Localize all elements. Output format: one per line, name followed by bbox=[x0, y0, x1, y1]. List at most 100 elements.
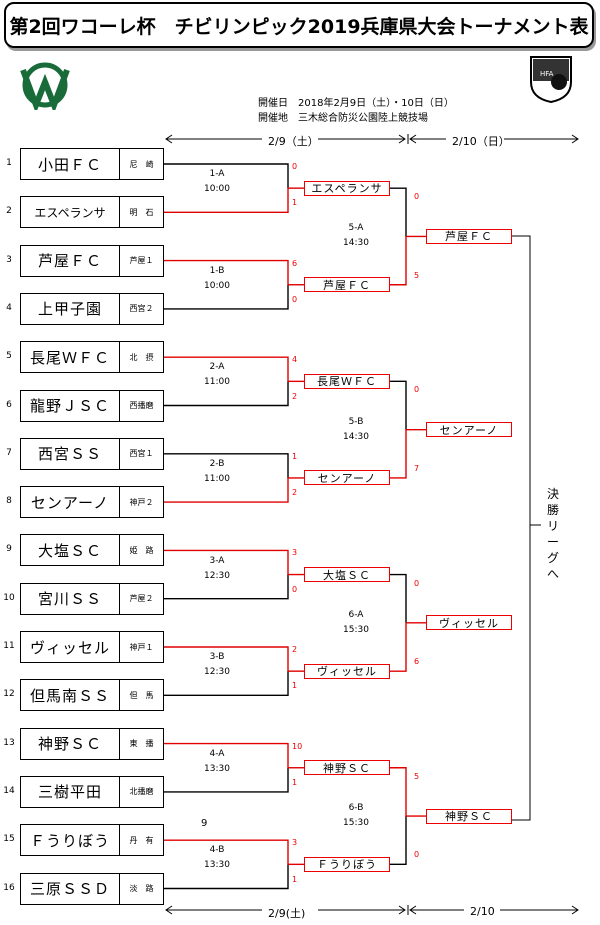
score-top: 6 bbox=[292, 258, 298, 268]
team-region: 明 石 bbox=[119, 197, 163, 228]
team-name: 長尾ＷＦＣ bbox=[29, 348, 110, 367]
team-region: 神戸２ bbox=[119, 487, 163, 518]
score-bottom: 1 bbox=[292, 681, 298, 691]
team-box: 宮川ＳＳ 芦屋２ bbox=[20, 582, 164, 615]
footer-date-round2: 2/10 bbox=[470, 905, 495, 918]
round1-winner: 芦屋ＦＣ bbox=[304, 277, 390, 293]
team-number: 10 bbox=[3, 592, 15, 603]
match-time: 10:00 bbox=[204, 280, 230, 291]
team-name: エスペランサ bbox=[34, 205, 106, 220]
team-name: 龍野ＪＳＣ bbox=[29, 397, 110, 415]
team-region: 芦屋２ bbox=[119, 583, 163, 614]
page-title-text: 第2回ワコーレ杯 チビリンピック2019兵庫県大会トーナメント表 bbox=[9, 15, 589, 38]
event-info: 開催日 2018年2月9日（土）・10日（日） 開催地 三木総合防災公園陸上競技… bbox=[258, 96, 454, 126]
team-name: センアーノ bbox=[30, 493, 110, 512]
match-id: 6-A bbox=[348, 609, 364, 620]
match-time: 11:00 bbox=[204, 473, 230, 484]
score-bottom: 2 bbox=[292, 391, 298, 401]
score-top: 0 bbox=[414, 192, 420, 202]
team-number: 11 bbox=[3, 641, 15, 651]
score-top: 3 bbox=[292, 548, 298, 558]
team-number: 4 bbox=[6, 302, 12, 313]
team-box: 長尾ＷＦＣ 北 摂 bbox=[20, 341, 164, 374]
match-id: 3-A bbox=[209, 555, 225, 566]
match-id: 4-A bbox=[209, 748, 225, 759]
team-name: 宮川ＳＳ bbox=[37, 590, 102, 609]
team-name: 大塩ＳＣ bbox=[37, 541, 102, 560]
venue-value: 三木総合防災公園陸上競技場 bbox=[298, 113, 428, 124]
round1-winner: 大塩ＳＣ bbox=[304, 567, 390, 583]
team-name: 西宮ＳＳ bbox=[37, 445, 102, 464]
svg-text:HFA: HFA bbox=[540, 70, 554, 78]
team-number: 15 bbox=[3, 834, 15, 845]
round1-winner: 長尾ＷＦＣ bbox=[304, 373, 390, 389]
round1-winner: 神野ＳＣ bbox=[304, 760, 390, 776]
team-number: 2 bbox=[6, 206, 12, 217]
team-number: 14 bbox=[3, 785, 15, 796]
score-bottom: 6 bbox=[414, 657, 420, 667]
score-bottom: 5 bbox=[414, 270, 420, 280]
team-region: 但 馬 bbox=[119, 680, 163, 711]
team-number: 12 bbox=[3, 689, 15, 700]
team-region: 丹 有 bbox=[119, 825, 163, 856]
score-top: 3 bbox=[292, 838, 298, 848]
team-name: 上甲子園 bbox=[37, 300, 102, 319]
header-date-round2: 2/10（日） bbox=[452, 135, 510, 148]
final-label-char: 決 bbox=[546, 487, 559, 501]
round1-winner: センアーノ bbox=[304, 470, 390, 486]
match-id: 1-A bbox=[209, 169, 225, 180]
final-label-char: ー bbox=[546, 535, 559, 549]
match-time: 13:30 bbox=[204, 860, 230, 871]
score-top: 0 bbox=[414, 578, 420, 588]
match-id: 2-A bbox=[209, 362, 225, 373]
team-number: 3 bbox=[6, 254, 12, 265]
score-bottom: 0 bbox=[292, 584, 298, 594]
match-time: 15:30 bbox=[343, 818, 369, 829]
final-label-char: グ bbox=[546, 551, 559, 565]
team-region: 尼 崎 bbox=[119, 149, 163, 179]
score-bottom: 1 bbox=[292, 198, 298, 208]
round1-winner: エスペランサ bbox=[304, 180, 390, 196]
team-number: 5 bbox=[6, 351, 12, 362]
team-box: エスペランサ明 石 bbox=[20, 196, 164, 229]
team-region: 神戸１ bbox=[119, 632, 163, 662]
match-time: 13:30 bbox=[204, 763, 230, 774]
team-region: 北 摂 bbox=[119, 342, 163, 373]
score-top: 4 bbox=[292, 355, 298, 365]
round2-winner: センアーノ bbox=[426, 422, 512, 438]
team-number: 1 bbox=[6, 158, 12, 168]
score-top: 5 bbox=[414, 771, 420, 781]
team-box: センアーノ神戸２ bbox=[20, 486, 164, 519]
match-time: 10:00 bbox=[204, 184, 230, 195]
team-name: ヴィッセル bbox=[29, 638, 110, 657]
score-top: 2 bbox=[292, 645, 298, 654]
team-name: Ｆうりぼう bbox=[29, 831, 110, 850]
hfa-emblem: HFA bbox=[528, 54, 574, 104]
match-label: 1-A 10:00 bbox=[187, 167, 247, 197]
match-time: 11:00 bbox=[204, 377, 230, 388]
match-time: 12:30 bbox=[204, 667, 230, 678]
team-region: 西播磨 bbox=[119, 390, 163, 421]
round1-winner: Ｆうりぼう bbox=[304, 856, 390, 872]
stray-mark: 9 bbox=[201, 818, 208, 829]
match-time: 14:30 bbox=[343, 431, 369, 442]
round2-winner: 芦屋ＦＣ bbox=[426, 228, 512, 244]
final-label-char: 勝 bbox=[546, 503, 559, 517]
match-label: 4-A 13:30 bbox=[187, 747, 247, 777]
header-date-round1: 2/9（土） bbox=[268, 135, 319, 148]
team-box: Ｆうりぼう丹 有 bbox=[20, 824, 164, 857]
score-bottom: 2 bbox=[292, 488, 298, 498]
final-label-char: へ bbox=[546, 567, 559, 581]
team-region: 西宮２ bbox=[119, 293, 163, 324]
wacore-logo bbox=[20, 60, 70, 114]
